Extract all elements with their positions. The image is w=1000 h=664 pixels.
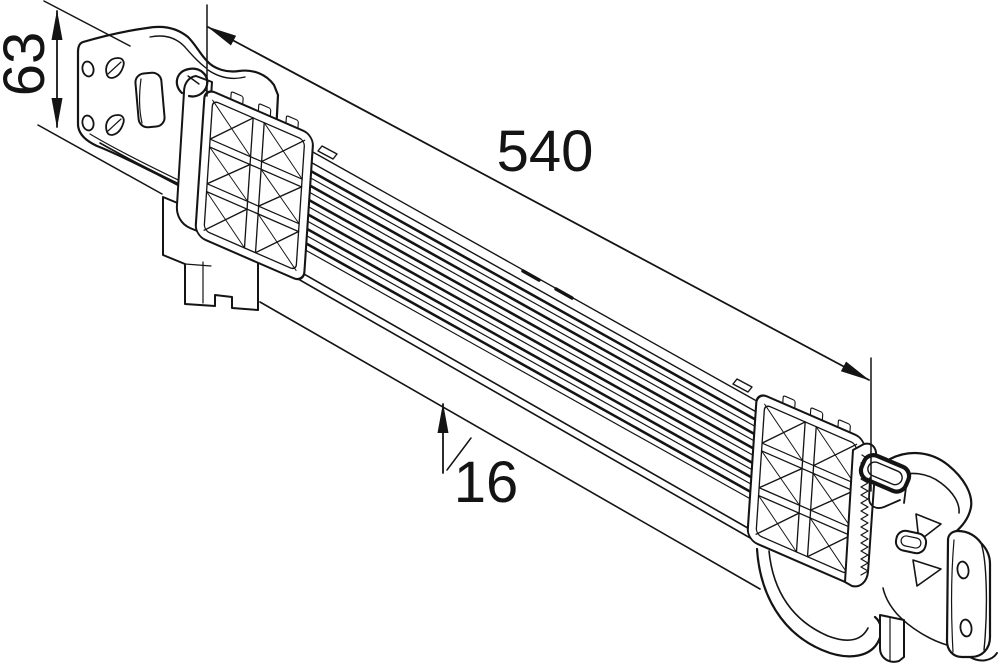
center-mark-1 [521,269,541,282]
depth-leader-slash [446,437,472,471]
body-lower-silhouette [259,301,761,590]
dimension-label-540: 540 [497,119,594,184]
oil-port-fitting [858,453,912,509]
bracket-hole-bottom [81,114,95,132]
extension-line-top [43,0,131,47]
bracket-hole-top [81,60,95,78]
bracket-window [134,71,166,129]
right-bracket-hole-bottom [959,618,973,638]
right-bracket-wave-outer [888,452,973,536]
bracket-arm-inner-top [149,35,207,69]
clip-barb-bottom [912,559,942,587]
clip-loop-inner [900,535,922,549]
right-mounting-bracket [882,452,998,662]
right-bracket-plate [945,529,992,659]
left-top-clip [175,67,209,98]
center-mark-2 [554,287,574,300]
bracket-tab-slot-top [105,57,125,79]
right-lower-arm [755,547,905,663]
dimension-line-540 [207,26,870,381]
dimension-depth: 16 [437,403,519,515]
tube-stack [259,132,763,590]
dimension-height: 63 [0,0,163,195]
right-bracket-hole-top [956,560,970,580]
top-face-tab-3 [732,378,753,393]
dimension-length: 540 [206,4,872,492]
bracket-tab-slot-bottom [105,114,125,136]
dimension-label-63: 63 [0,32,57,97]
dimension-label-16: 16 [454,450,519,515]
retainer-clips [894,513,942,587]
extension-line-bottom [37,124,163,195]
